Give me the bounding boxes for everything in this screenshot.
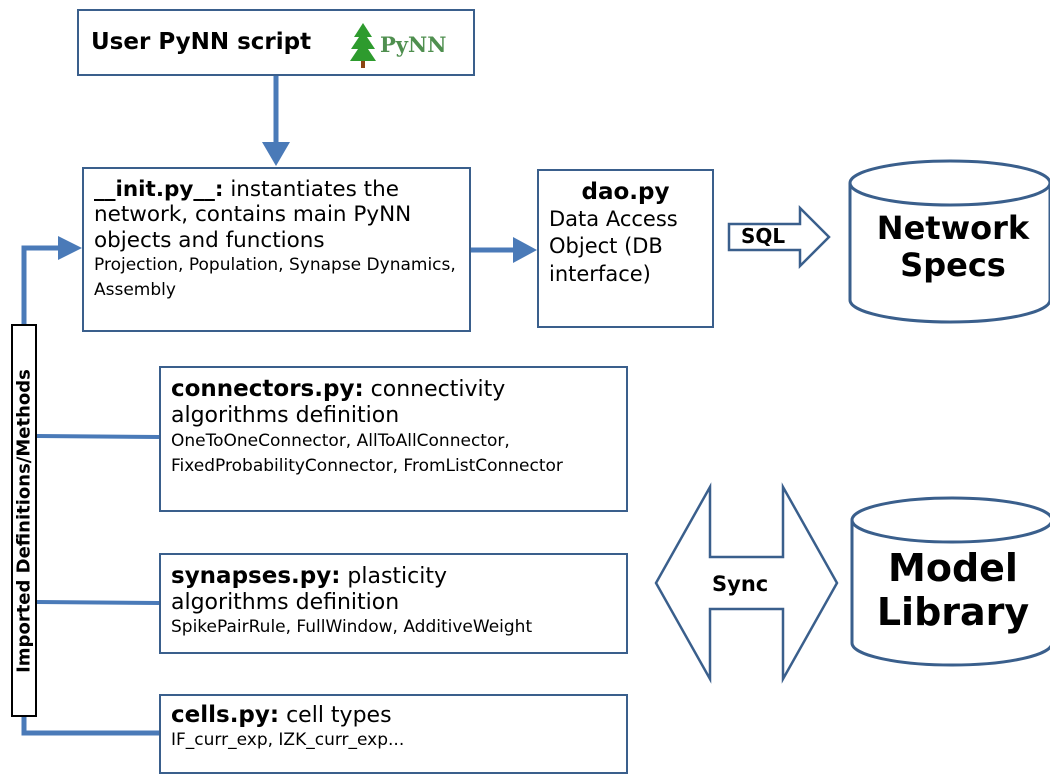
pynn-logo-text: PyNN xyxy=(380,32,447,57)
model-library-cylinder xyxy=(850,496,1050,667)
dao-module-name: dao.py xyxy=(581,179,670,205)
sql-arrow-label: SQL xyxy=(741,224,786,248)
connectors-module-box: connectors.py: connectivity algorithms d… xyxy=(159,366,628,512)
synapses-module-name: synapses.py: xyxy=(171,563,341,589)
init-module-name: __init.py__: xyxy=(94,177,224,202)
sync-arrow-label: Sync xyxy=(712,572,769,596)
arrowhead-user-to-init xyxy=(262,142,290,166)
cells-module-box: cells.py: cell types IF_curr_exp, IZK_cu… xyxy=(159,694,628,774)
synapses-module-desc: algorithms definition xyxy=(171,590,400,616)
synapses-module-desc-inline: plasticity xyxy=(340,564,448,589)
imported-definitions-label-box: Imported Definitions/Methods xyxy=(11,324,37,717)
arrowhead-imports-to-init xyxy=(58,236,82,260)
dao-module-desc: Data Access Object (DB interface) xyxy=(549,207,678,286)
init-module-desc-inline: instantiates the xyxy=(223,177,399,202)
connector-bus-to-connectors xyxy=(36,434,160,439)
connectors-module-desc: algorithms definition xyxy=(171,403,400,429)
connector-bus-to-cells xyxy=(21,717,159,736)
cells-module-desc-inline: cell types xyxy=(279,703,392,728)
imported-definitions-label: Imported Definitions/Methods xyxy=(13,368,35,673)
cells-module-members: IF_curr_exp, IZK_curr_exp... xyxy=(171,730,405,751)
cells-module-name: cells.py: xyxy=(171,702,280,728)
network-specs-label: Network Specs xyxy=(876,209,1030,284)
connector-bus-to-synapses xyxy=(36,600,160,605)
arrowhead-init-to-dao xyxy=(513,237,537,263)
synapses-module-box: synapses.py: plasticity algorithms defin… xyxy=(159,553,628,654)
connector-imports-bus xyxy=(21,245,60,324)
connectors-module-desc-inline: connectivity xyxy=(363,377,506,402)
sync-double-arrow xyxy=(654,482,839,684)
user-script-label: User PyNN script xyxy=(91,29,312,55)
connectors-module-name: connectors.py: xyxy=(171,376,364,402)
sql-arrow xyxy=(727,204,831,270)
connectors-module-members: OneToOneConnector, AllToAllConnector, Fi… xyxy=(171,431,563,476)
init-module-box: __init.py__: instantiates the network, c… xyxy=(82,167,471,332)
init-module-members: Projection, Population, Synapse Dynamics… xyxy=(94,255,456,300)
synapses-module-members: SpikePairRule, FullWindow, AdditiveWeigh… xyxy=(171,617,533,638)
user-script-box: User PyNN script PyNN xyxy=(77,9,475,76)
network-specs-cylinder xyxy=(848,159,1050,324)
model-library-label: Model Library xyxy=(876,546,1030,634)
dao-module-box: dao.py Data Access Object (DB interface) xyxy=(537,169,714,328)
init-module-desc: network, contains main PyNN objects and … xyxy=(94,202,412,253)
pynn-logo xyxy=(350,23,376,68)
